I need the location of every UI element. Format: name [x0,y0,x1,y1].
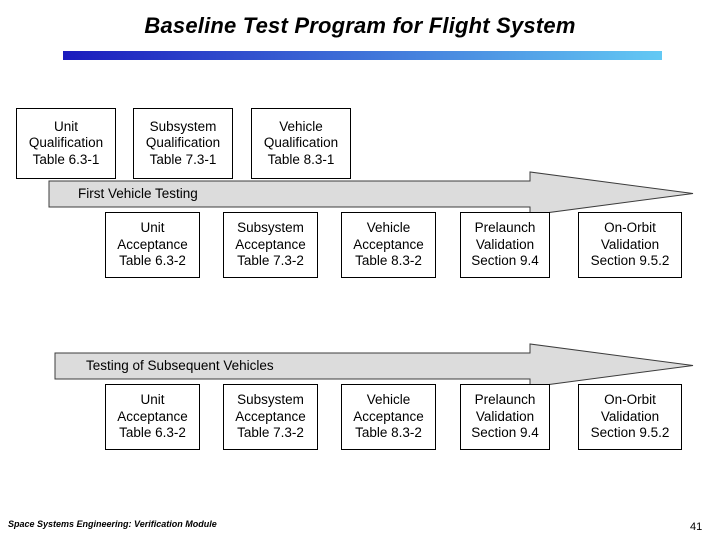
band-label-first-vehicle-testing: First Vehicle Testing [78,186,198,201]
page-title: Baseline Test Program for Flight System [144,13,576,38]
box-line: Subsystem [237,220,304,236]
box-line: Validation [475,236,535,252]
box-line: Acceptance [235,236,306,252]
box-vehicle-acceptance-first[interactable]: Vehicle Acceptance Table 8.3-2 [341,212,436,278]
box-line: Validation [600,408,660,424]
footer-credit: Space Systems Engineering: Verification … [8,519,217,529]
box-line: Qualification [28,135,104,151]
box-line: Table 6.3-1 [32,151,100,167]
box-line: Qualification [263,135,339,151]
footer-page-number: 41 [690,521,703,533]
box-line: Unit [140,220,165,236]
box-line: Acceptance [117,408,188,424]
box-line: Prelaunch [474,392,536,408]
box-unit-acceptance-first[interactable]: Unit Acceptance Table 6.3-2 [105,212,200,278]
box-line: Acceptance [117,236,188,252]
box-line: Unit [140,392,165,408]
box-line: On-Orbit [604,392,656,408]
box-line: Subsystem [237,392,304,408]
box-on-orbit-validation-first[interactable]: On-Orbit Validation Section 9.5.2 [578,212,682,278]
box-line: Table 7.3-1 [149,151,217,167]
box-unit-qualification[interactable]: Unit Qualification Table 6.3-1 [16,108,116,179]
box-line: Qualification [145,135,221,151]
box-line: Vehicle [366,392,411,408]
box-line: Vehicle [279,118,323,134]
box-line: Section 9.4 [471,425,539,441]
band-label-subsequent-vehicles: Testing of Subsequent Vehicles [86,358,274,373]
box-subsystem-qualification[interactable]: Subsystem Qualification Table 7.3-1 [133,108,233,179]
box-line: Table 8.3-2 [355,253,422,269]
box-vehicle-qualification[interactable]: Vehicle Qualification Table 8.3-1 [251,108,351,179]
box-line: Table 6.3-2 [119,253,186,269]
box-line: Acceptance [353,236,424,252]
box-on-orbit-validation-subsequent[interactable]: On-Orbit Validation Section 9.5.2 [578,384,682,450]
box-unit-acceptance-subsequent[interactable]: Unit Acceptance Table 6.3-2 [105,384,200,450]
box-vehicle-acceptance-subsequent[interactable]: Vehicle Acceptance Table 8.3-2 [341,384,436,450]
box-line: Acceptance [353,408,424,424]
box-line: Table 7.3-2 [237,425,304,441]
box-line: Validation [475,408,535,424]
box-line: Section 9.5.2 [590,425,670,441]
box-prelaunch-validation-subsequent[interactable]: Prelaunch Validation Section 9.4 [460,384,550,450]
box-line: Vehicle [366,220,411,236]
box-subsystem-acceptance-subsequent[interactable]: Subsystem Acceptance Table 7.3-2 [223,384,318,450]
title-accent-rule [63,51,662,60]
box-line: Validation [600,236,660,252]
box-subsystem-acceptance-first[interactable]: Subsystem Acceptance Table 7.3-2 [223,212,318,278]
box-line: On-Orbit [604,220,656,236]
box-line: Section 9.4 [471,253,539,269]
box-line: Section 9.5.2 [590,253,670,269]
box-line: Subsystem [149,118,217,134]
box-line: Unit [53,118,78,134]
box-line: Table 8.3-2 [355,425,422,441]
box-line: Acceptance [235,408,306,424]
box-line: Table 6.3-2 [119,425,186,441]
box-line: Table 8.3-1 [267,151,335,167]
box-prelaunch-validation-first[interactable]: Prelaunch Validation Section 9.4 [460,212,550,278]
box-line: Table 7.3-2 [237,253,304,269]
box-line: Prelaunch [474,220,536,236]
